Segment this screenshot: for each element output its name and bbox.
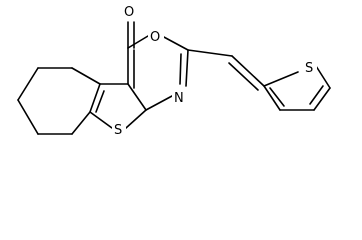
ring-nitrogen-label: N	[174, 91, 184, 106]
fused-sulfur-label: S	[114, 123, 122, 138]
atom-labels: O O N S S	[112, 2, 317, 138]
vinyl-linker	[187, 49, 265, 91]
ring-oxygen-label: O	[150, 30, 160, 45]
thiophene-ring	[263, 65, 331, 111]
oxazinone-ring	[127, 21, 189, 111]
molecule-structure: O O N S S	[17, 2, 331, 138]
fused-thiophene-ring	[89, 83, 147, 129]
carbonyl-oxygen-label: O	[124, 5, 134, 20]
cyclohexane-ring	[17, 67, 101, 135]
thiophene-sulfur-label: S	[305, 61, 313, 76]
